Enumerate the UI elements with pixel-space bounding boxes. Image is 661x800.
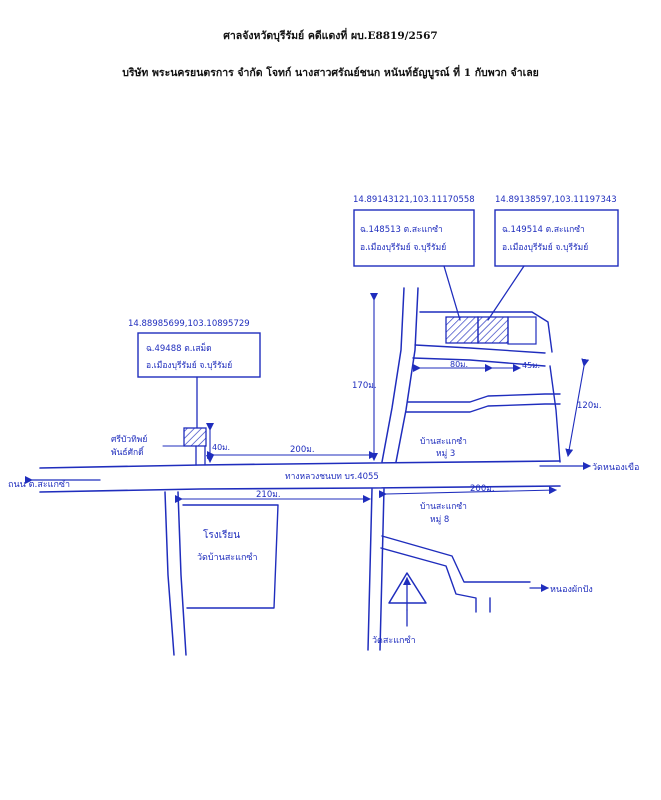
center-parcel-line2: อ.เมืองบุรีรัมย์ จ.บุรีรัมย์ [360, 242, 446, 253]
village-south-line1: บ้านสะแกซำ [420, 501, 467, 512]
highway-label: ทางหลวงชนบท บร.4055 [285, 472, 379, 482]
village-south-line2: หมู่ 8 [430, 515, 449, 525]
south-left-road-east-edge [177, 491, 187, 656]
dim-120m-arrow [565, 358, 590, 457]
left-parcel-line2: อ.เมืองบุรีรัมย์ จ.บุรีรัมย์ [146, 360, 232, 371]
south-branch-south-edge [380, 547, 477, 613]
right-parcel-line2: อ.เมืองบุรีรัมย์ จ.บุรีรัมย์ [502, 242, 588, 253]
distance-40m: 40ม. [212, 443, 230, 452]
north-road-west-edge [381, 287, 405, 463]
parties-header: บริษัท พระนครยนตรการ จำกัด โจทก์ นางสาวศ… [122, 67, 539, 79]
distance-120m: 120ม. [577, 401, 602, 411]
parcel-block-outline [419, 311, 553, 353]
highway-north-edge [39, 460, 561, 469]
distance-170m: 170ม. [352, 381, 377, 391]
village-north-line1: บ้านสะแกซำ [420, 436, 467, 447]
left-parcel-coords: 14.88985699,103.10895729 [128, 319, 250, 329]
center-parcel-box [353, 209, 475, 267]
east-road-edge [549, 365, 561, 463]
cross-road-north-edge [414, 344, 546, 354]
right-parcel-line1: ฉ.149514 ต.สะแกซำ [502, 225, 585, 235]
north-road-east-edge [395, 287, 419, 463]
school-label-line2: วัดบ้านสะแกซำ [197, 552, 258, 563]
adjacent-plot [507, 316, 537, 345]
right-parcel-leader [487, 265, 525, 321]
distance-80m: 80ม. [450, 360, 468, 369]
south-left-road-west-edge [164, 491, 175, 656]
village-north-line2: หมู่ 3 [436, 449, 455, 459]
distance-210m: 210ม. [256, 490, 281, 500]
south-branch-north-edge [381, 535, 531, 583]
south-east-destination-label: หนองผักปัง [550, 585, 593, 595]
distance-200m-left: 200ม. [290, 445, 315, 455]
west-destination-label: ถนน ต.สะแกซำ [8, 479, 70, 490]
lane-south-edge [405, 403, 561, 413]
temple-label: วัดสะแกซำ [372, 635, 416, 646]
center-parcel-line1: ฉ.148513 ต.สะแกซำ [360, 225, 443, 235]
left-landmark-line2: พันธ์ศักดิ์ [111, 446, 145, 458]
parcel-148513-hatched [445, 316, 479, 344]
parcel-149514-hatched [477, 316, 509, 344]
distance-45m: 45ม. [522, 361, 540, 370]
school-plot-outline [182, 504, 279, 609]
left-parcel-line1: ฉ.49488 ต.เสม็ด [146, 342, 212, 354]
parcel-49488-hatched [183, 427, 207, 447]
south-middle-road-east-edge [379, 488, 385, 651]
dim-200m-right-arrow [378, 486, 557, 499]
east-destination-label: วัดหนองเขือ [592, 462, 639, 473]
left-parcel-box [137, 332, 261, 378]
center-parcel-coords: 14.89143121,103.11170558 [353, 195, 475, 205]
distance-200m-right: 200ม. [470, 484, 495, 494]
south-middle-road-west-edge [367, 488, 373, 651]
right-parcel-coords: 14.89138597,103.11197343 [495, 195, 617, 205]
court-case-header: ศาลจังหวัดบุรีรัมย์ คดีแดงที่ ผบ.E8819/2… [223, 30, 438, 42]
left-landmark-line1: ศรีบัวทิพย์ [111, 434, 147, 445]
center-parcel-leader [443, 265, 461, 321]
school-label-line1: โรงเรียน [203, 528, 240, 541]
right-parcel-box [494, 209, 619, 267]
lane-north-edge [407, 393, 561, 403]
